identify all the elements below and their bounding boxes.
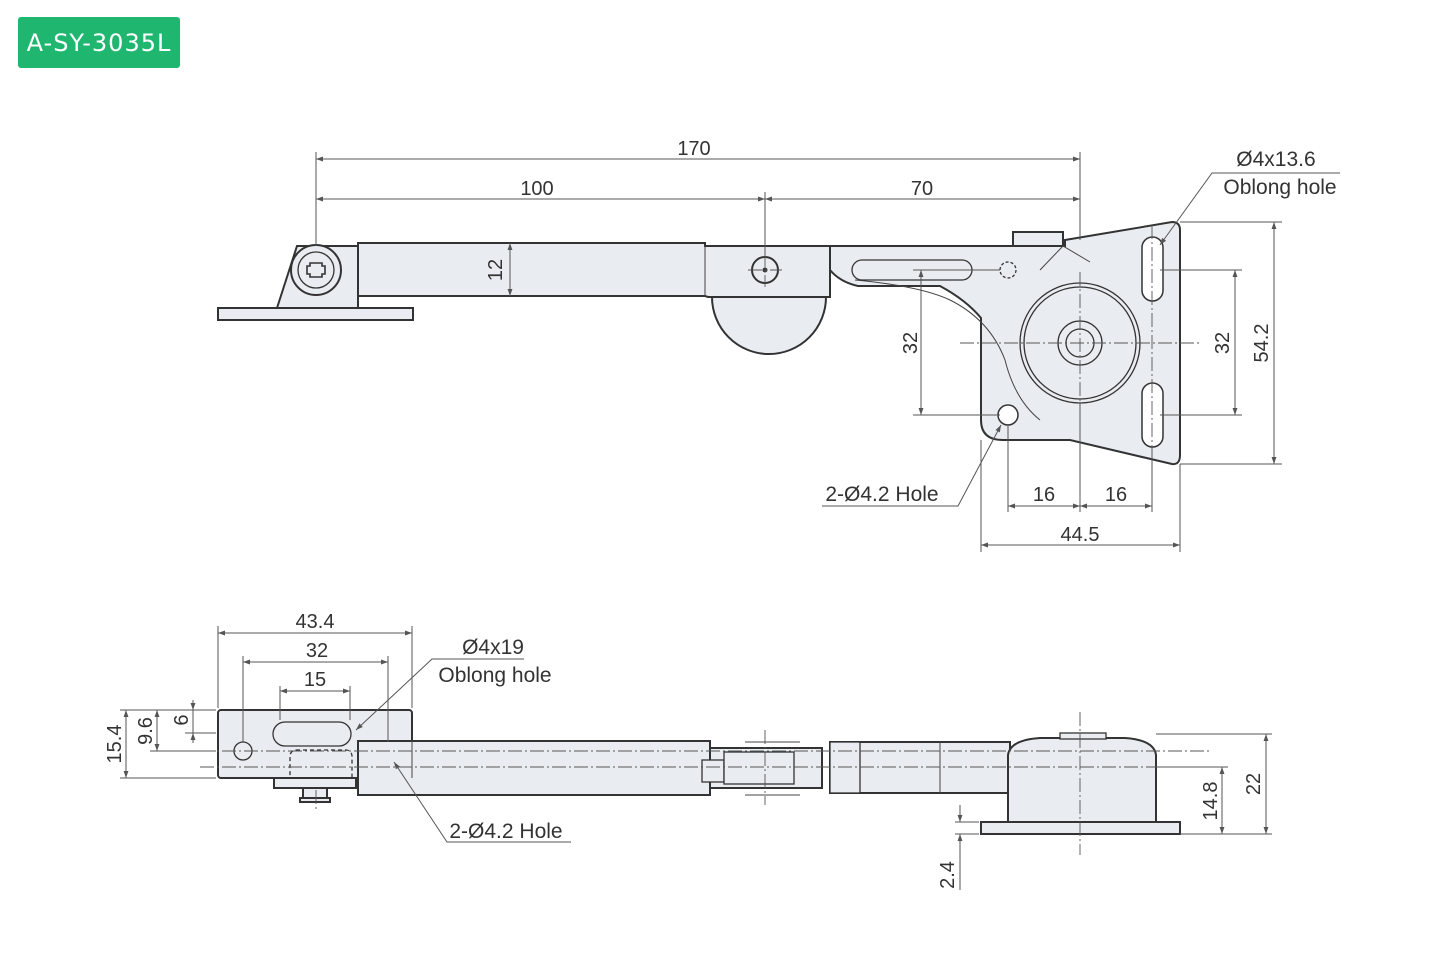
side-arm [357, 740, 711, 796]
dim-plate-thickness: 2.4 [937, 861, 959, 889]
side-mount-plate [980, 821, 1181, 835]
side-oblong-hole [272, 721, 352, 747]
dim-bracket-width: 43.4 [296, 611, 335, 633]
dim-slot-length: 15 [304, 669, 326, 691]
side-label-round-hole: 2-Ø4.2 Hole [449, 820, 562, 843]
dim-hole-spacing-left: 32 [900, 332, 922, 354]
side-damper-body [1007, 737, 1157, 823]
dim-overall: 170 [677, 138, 710, 160]
dim-plate-width: 44.5 [1061, 524, 1100, 546]
pivot-disc [710, 296, 828, 355]
dim-arm-width: 12 [485, 259, 507, 281]
dim-arm-right: 70 [911, 178, 933, 200]
label-round-hole: 2-Ø4.2 Hole [825, 483, 938, 506]
dim-offset-left: 16 [1033, 484, 1055, 506]
dim-body-height: 22 [1243, 773, 1265, 795]
label-oblong-hole: Oblong hole [1223, 176, 1336, 199]
dim-arm-left: 100 [520, 178, 553, 200]
dim-height-total: 15.4 [104, 725, 126, 764]
dim-hole-spacing-right: 32 [1212, 332, 1234, 354]
side-label-oblong-size: Ø4x19 [462, 636, 524, 659]
main-arm [357, 242, 831, 298]
dim-plate-height: 54.2 [1251, 324, 1273, 363]
round-hole-lower [997, 404, 1019, 426]
dim-offset-right: 16 [1105, 484, 1127, 506]
top-view: 170 100 70 12 32 32 54.2 16 16 44.5 Ø4x1… [217, 138, 1340, 552]
model-badge: A-SY-3035L [18, 17, 180, 68]
dim-body-lower: 14.8 [1200, 782, 1222, 821]
left-mount-plate [217, 307, 414, 321]
label-oblong-size: Ø4x13.6 [1236, 148, 1315, 171]
dim-height-mid: 9.6 [135, 717, 157, 745]
oblong-hole-upper [1141, 236, 1164, 302]
side-view: 43.4 32 15 15.4 9.6 6 22 14.8 2.4 Ø4x19 … [104, 611, 1272, 890]
dim-height-top: 6 [171, 714, 193, 725]
side-label-oblong-hole: Oblong hole [438, 664, 551, 687]
dim-slot-spacing: 32 [306, 640, 328, 662]
oblong-hole-lower [1141, 382, 1164, 448]
